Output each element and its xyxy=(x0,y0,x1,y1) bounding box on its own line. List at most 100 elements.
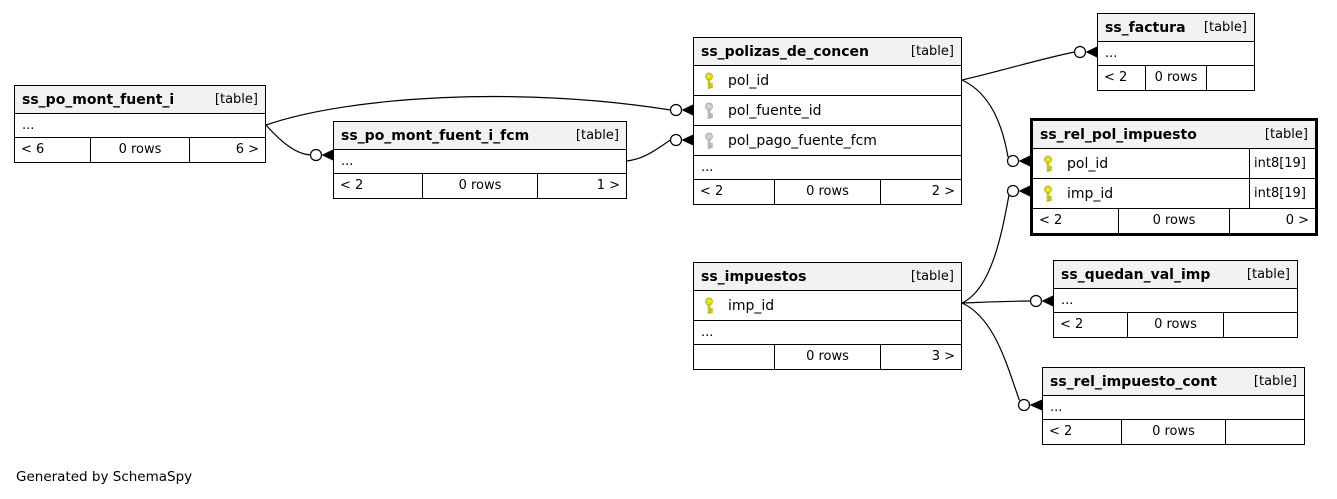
edge-fcm-to-polizas-pol-pago-fuente-fcm xyxy=(626,133,693,162)
table-header: ss_rel_impuesto_cont [table] xyxy=(1043,368,1304,396)
ellipsis-label: ... xyxy=(341,154,354,169)
footer-children: 0 > xyxy=(1285,213,1309,228)
table-tag: [table] xyxy=(1246,267,1290,282)
table-name: ss_rel_pol_impuesto xyxy=(1040,126,1197,143)
table-header: ss_rel_pol_impuesto [table] xyxy=(1033,121,1315,149)
table-tag: [table] xyxy=(214,92,258,107)
foreign-key-icon xyxy=(703,102,715,119)
table-name: ss_factura xyxy=(1105,19,1186,36)
column-name: pol_pago_fuente_fcm xyxy=(728,132,877,149)
ellipsis-row: ... xyxy=(1054,289,1297,313)
table-node-ss-rel-pol-impuesto[interactable]: ss_rel_pol_impuesto [table] pol_id int8[… xyxy=(1030,118,1318,236)
table-node-ss-rel-impuesto-cont[interactable]: ss_rel_impuesto_cont [table] ... < 2 0 r… xyxy=(1042,367,1305,445)
table-header: ss_po_mont_fuent_i_fcm [table] xyxy=(334,122,626,150)
table-tag: [table] xyxy=(1253,374,1297,389)
table-node-ss-po-mont-fuent-i-fcm[interactable]: ss_po_mont_fuent_i_fcm [table] ... < 2 0… xyxy=(333,121,627,199)
column-name: pol_id xyxy=(1067,155,1109,172)
table-node-ss-factura[interactable]: ss_factura [table] ... < 2 0 rows xyxy=(1097,13,1255,91)
table-name: ss_po_mont_fuent_i xyxy=(22,91,175,108)
column-type: int8[19] xyxy=(1249,179,1315,208)
edge-polizas-pol-id-to-factura xyxy=(961,45,1097,81)
footer-parents: < 2 xyxy=(1060,317,1084,332)
table-name: ss_polizas_de_concen xyxy=(701,43,869,60)
column-row-pol-id[interactable]: pol_id xyxy=(694,66,961,96)
table-header: ss_polizas_de_concen [table] xyxy=(694,38,961,66)
ellipsis-label: ... xyxy=(1050,400,1063,415)
column-name: pol_id xyxy=(728,72,770,89)
ellipsis-row: ... xyxy=(1098,42,1254,66)
table-tag: [table] xyxy=(910,269,954,284)
table-footer: < 2 0 rows xyxy=(1043,420,1304,444)
column-type: int8[19] xyxy=(1249,149,1315,178)
footer-rowcount: 0 rows xyxy=(90,138,190,162)
column-name: imp_id xyxy=(1067,185,1114,202)
edge-po-mont-fuent-i-to-polizas-pol-fuente-id xyxy=(265,95,693,126)
footer-children: 1 > xyxy=(596,178,620,193)
table-node-ss-impuestos[interactable]: ss_impuestos [table] imp_id ... 0 rows 3… xyxy=(693,262,962,370)
table-tag: [table] xyxy=(1203,20,1247,35)
footer-rowcount: 0 rows xyxy=(1126,313,1225,337)
edge-impuestos-imp-id-to-quedan-val-imp xyxy=(961,294,1053,308)
edge-impuestos-imp-id-to-rel-impuesto-cont xyxy=(961,302,1042,412)
footer-children xyxy=(1226,420,1304,444)
table-footer: < 6 0 rows 6 > xyxy=(15,138,265,162)
column-row-imp-id[interactable]: imp_id xyxy=(694,291,961,321)
footer-rowcount: 0 rows xyxy=(421,174,539,198)
generator-credit: Generated by SchemaSpy xyxy=(16,469,193,485)
table-tag: [table] xyxy=(910,44,954,59)
footer-children: 6 > xyxy=(235,142,259,157)
ellipsis-label: ... xyxy=(1061,293,1074,308)
ellipsis-label: ... xyxy=(22,118,35,133)
footer-rowcount: 0 rows xyxy=(1121,420,1226,444)
table-tag: [table] xyxy=(575,128,619,143)
column-row-imp-id[interactable]: imp_id int8[19] xyxy=(1033,179,1315,209)
footer-parents: < 2 xyxy=(1049,424,1073,439)
footer-parents xyxy=(694,345,774,369)
footer-parents: < 2 xyxy=(1039,213,1063,228)
footer-children: 3 > xyxy=(931,349,955,364)
footer-rowcount: 0 rows xyxy=(774,345,881,369)
edge-po-mont-fuent-i-to-fcm xyxy=(265,124,333,162)
ellipsis-row: ... xyxy=(1043,396,1304,420)
primary-key-icon xyxy=(1042,185,1054,202)
column-row-pol-fuente-id[interactable]: pol_fuente_id xyxy=(694,96,961,126)
footer-parents: < 2 xyxy=(1104,70,1128,85)
table-name: ss_quedan_val_imp xyxy=(1061,266,1211,283)
column-name: imp_id xyxy=(728,297,775,314)
edge-impuestos-imp-id-to-rel-pol-impuesto xyxy=(961,184,1030,304)
primary-key-icon xyxy=(1042,155,1054,172)
table-node-ss-po-mont-fuent-i[interactable]: ss_po_mont_fuent_i [table] ... < 6 0 row… xyxy=(14,85,266,163)
footer-parents: < 2 xyxy=(340,178,364,193)
footer-children xyxy=(1224,313,1297,337)
table-name: ss_rel_impuesto_cont xyxy=(1050,373,1217,390)
table-header: ss_impuestos [table] xyxy=(694,263,961,291)
primary-key-icon xyxy=(703,72,715,89)
primary-key-icon xyxy=(703,297,715,314)
table-header: ss_po_mont_fuent_i [table] xyxy=(15,86,265,114)
ellipsis-row: ... xyxy=(694,156,961,180)
table-footer: < 2 0 rows xyxy=(1054,313,1297,337)
column-name: pol_fuente_id xyxy=(728,102,822,119)
column-row-pol-id[interactable]: pol_id int8[19] xyxy=(1033,149,1315,179)
ellipsis-row: ... xyxy=(15,114,265,138)
ellipsis-row: ... xyxy=(694,321,961,345)
column-row-pol-pago-fuente-fcm[interactable]: pol_pago_fuente_fcm xyxy=(694,126,961,156)
footer-parents: < 2 xyxy=(700,184,724,199)
ellipsis-label: ... xyxy=(701,325,714,340)
table-name: ss_impuestos xyxy=(701,268,807,285)
table-footer: < 2 0 rows xyxy=(1098,66,1254,90)
footer-rowcount: 0 rows xyxy=(774,180,881,204)
footer-children: 2 > xyxy=(931,184,955,199)
footer-rowcount: 0 rows xyxy=(1117,209,1231,233)
ellipsis-row: ... xyxy=(334,150,626,174)
table-node-ss-polizas-de-concen[interactable]: ss_polizas_de_concen [table] pol_id pol_… xyxy=(693,37,962,205)
table-footer: < 2 0 rows 1 > xyxy=(334,174,626,198)
table-header: ss_quedan_val_imp [table] xyxy=(1054,261,1297,289)
ellipsis-label: ... xyxy=(1105,46,1118,61)
table-footer: < 2 0 rows 0 > xyxy=(1033,209,1315,233)
table-header: ss_factura [table] xyxy=(1098,14,1254,42)
edge-polizas-pol-id-to-rel-pol-impuesto xyxy=(961,79,1030,168)
table-node-ss-quedan-val-imp[interactable]: ss_quedan_val_imp [table] ... < 2 0 rows xyxy=(1053,260,1298,338)
